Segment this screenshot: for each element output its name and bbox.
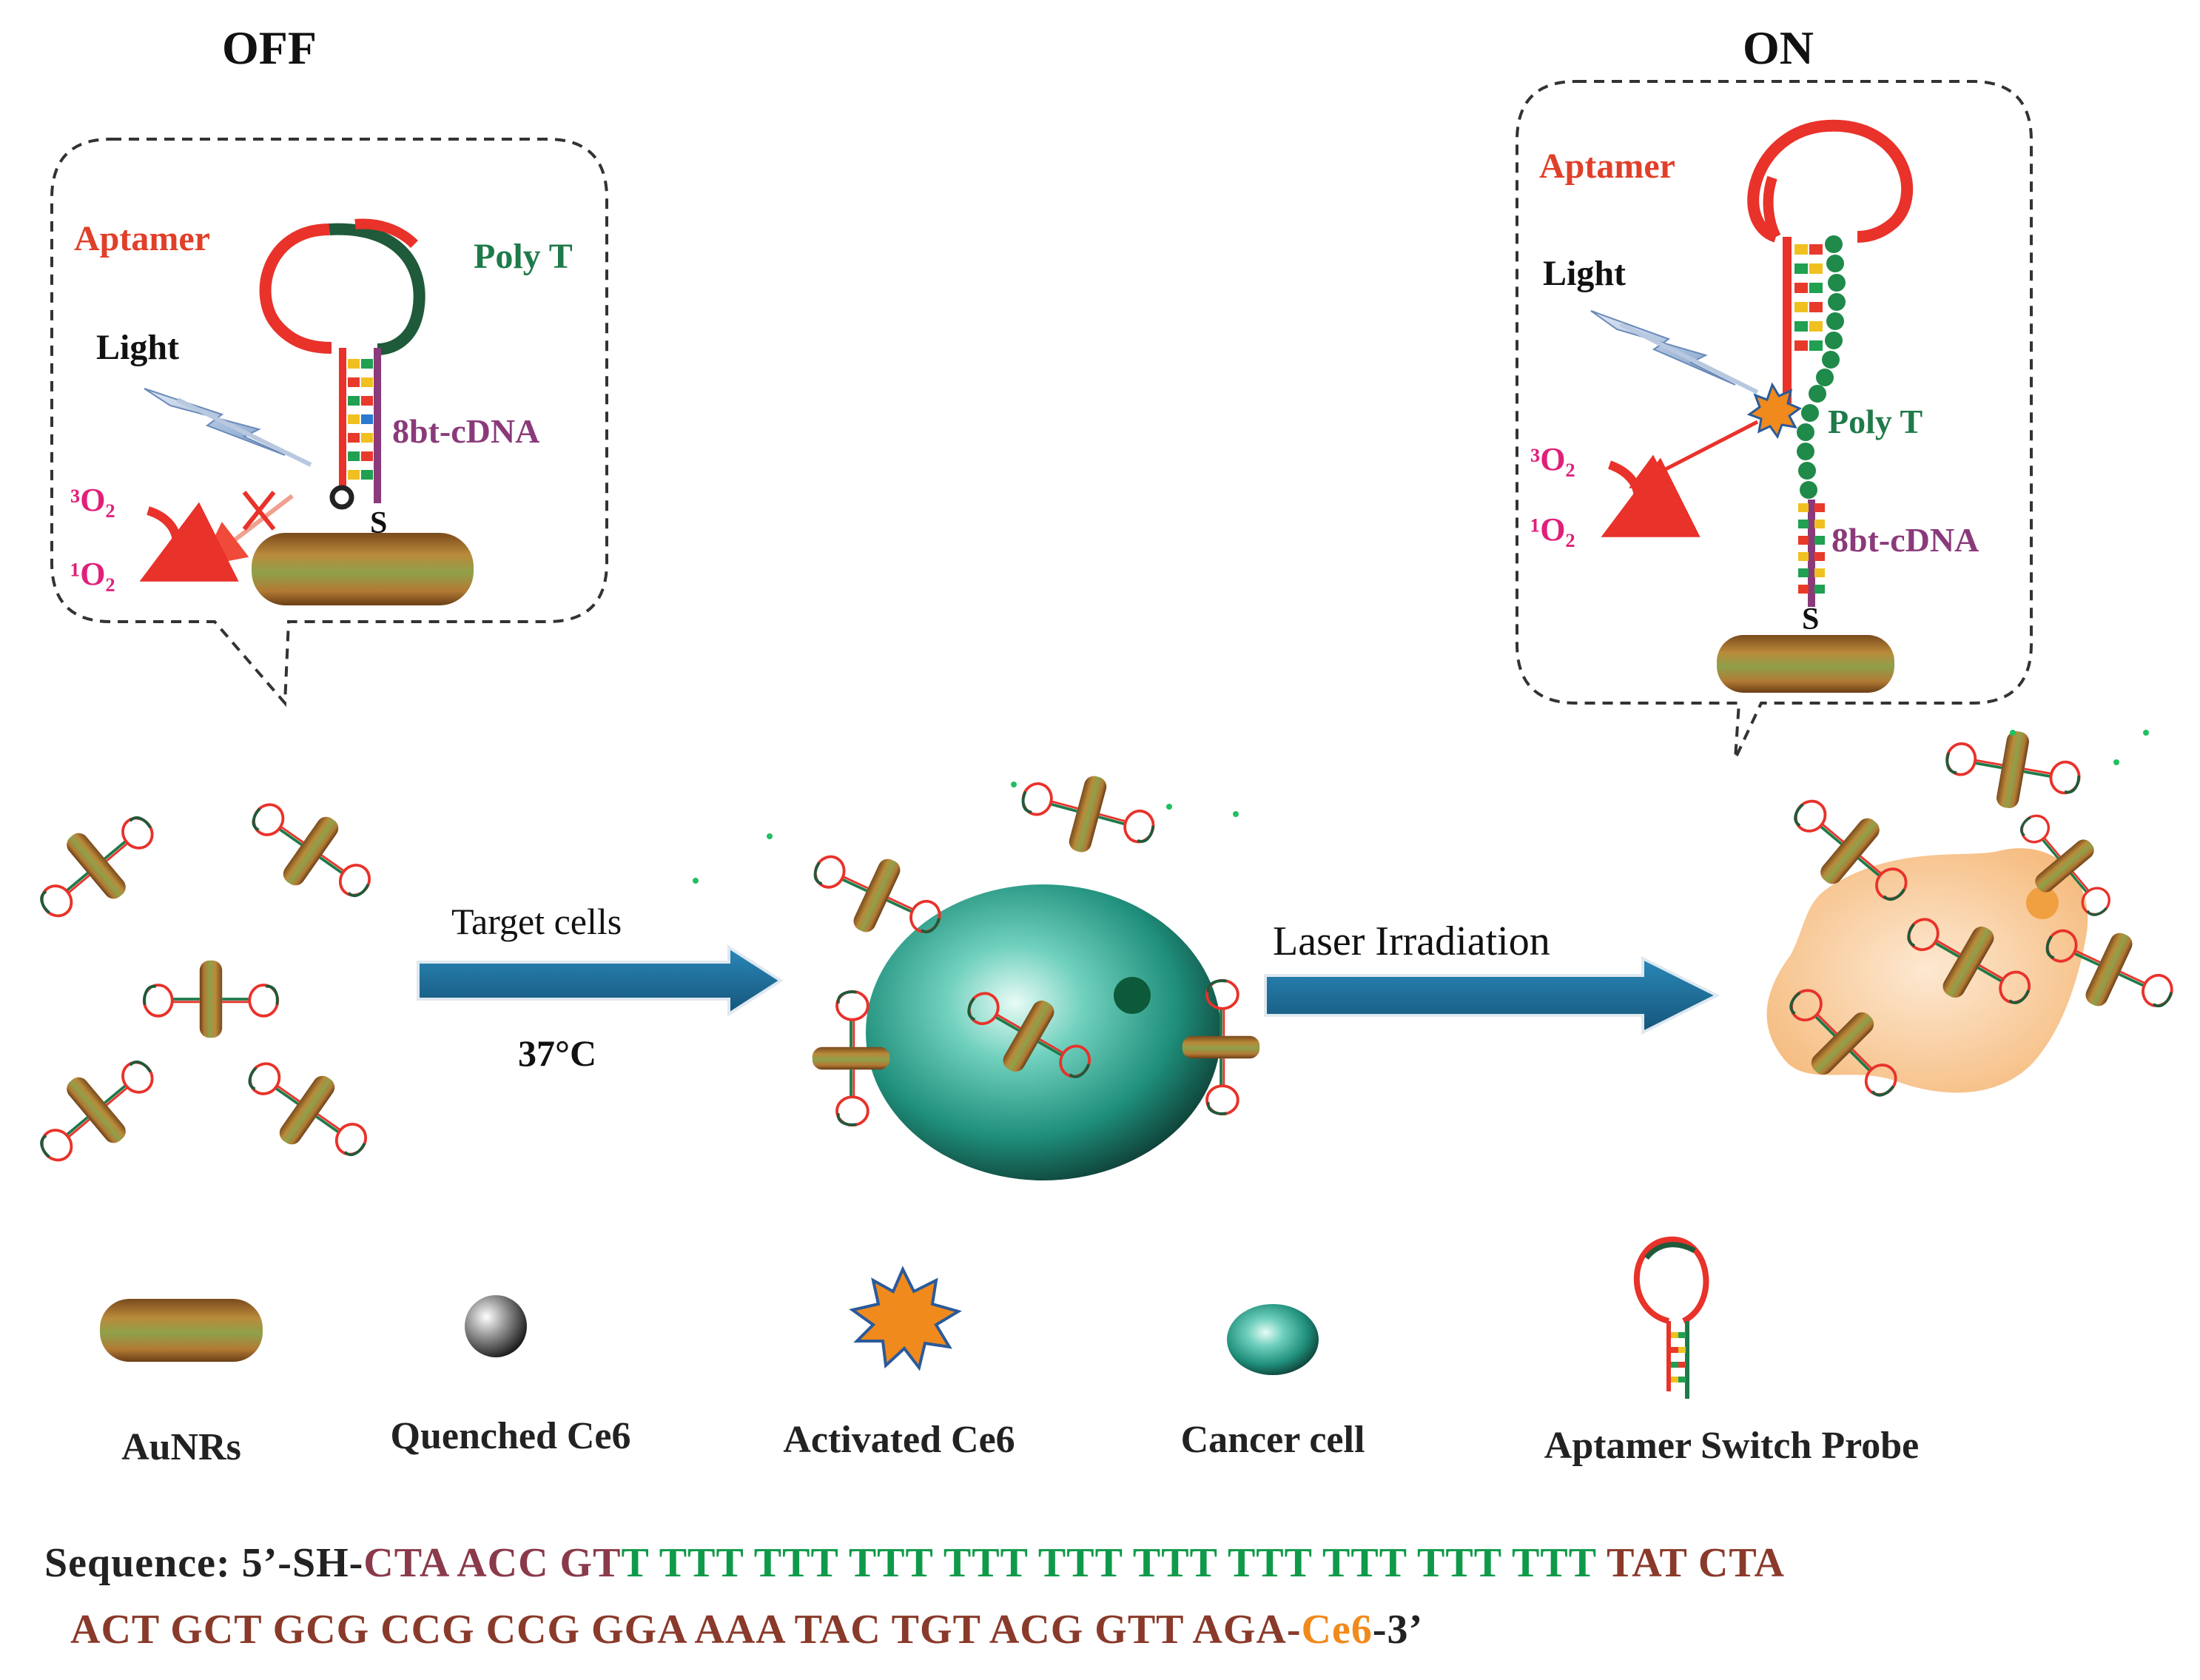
sequence-line-1: Sequence: 5’-SH-CTA ACC GTT TTT TTT TTT … <box>44 1539 1785 1587</box>
incubation-temperature-label: 37°C <box>518 1032 596 1074</box>
off-light-label: Light <box>96 328 179 367</box>
on-singlet-oxygen-label: ¹O₂ <box>1530 511 1575 548</box>
off-triplet-oxygen-label: ³O₂ <box>70 482 115 518</box>
seq-cdna-part: CTA ACC GT <box>363 1540 622 1586</box>
on-panel: ON <box>1516 21 2033 759</box>
dead-cell-nucleus <box>2026 887 2059 919</box>
legend-label-cancer-cell: Cancer cell <box>1181 1419 1365 1461</box>
free-probe <box>18 1036 174 1184</box>
off-panel: OFF Aptamer Poly T Light 8bt-cDNA <box>50 21 608 708</box>
off-hairpin <box>259 218 425 510</box>
laser-irradiation-label: Laser Irradiation <box>1273 918 1550 964</box>
off-aptamer-label: Aptamer <box>74 219 210 258</box>
on-gold-nanorod <box>1717 635 1894 693</box>
seq-ce6-label: Ce6 <box>1301 1607 1373 1653</box>
legend-activated-ce6-icon <box>849 1266 962 1371</box>
on-s-label: S <box>1802 602 1819 636</box>
bound-probe <box>1012 758 1164 870</box>
on-cdna-basepairs <box>1798 503 1825 594</box>
sequence-line-2: ACT GCT GCG CCG CCG GGA AAA TAC TGT ACG … <box>70 1606 1423 1653</box>
on-light-label: Light <box>1543 254 1626 293</box>
legend-label-quenched-ce6: Quenched Ce6 <box>391 1415 631 1457</box>
on-cdna-label: 8bt-cDNA <box>1831 521 1979 559</box>
free-probe <box>142 958 280 1040</box>
off-block-cross-icon <box>242 491 276 531</box>
off-stem-basepairs <box>348 359 373 480</box>
off-s-label: S <box>370 506 387 540</box>
on-callout-border <box>1516 80 2033 759</box>
laser-irradiation-arrow <box>1264 955 1720 1035</box>
off-poly-t-label: Poly T <box>474 237 573 276</box>
seq-aptamer-part-2: ACT GCT GCG CCG CCG GGA AAA TAC TGT ACG … <box>70 1607 1302 1653</box>
off-light-bolt-icon <box>144 388 312 467</box>
dead-cell-with-probes <box>1766 718 2187 1120</box>
target-cells-arrow <box>417 944 784 1017</box>
legend-quenched-ce6-icon <box>465 1295 527 1357</box>
off-gold-nanorod <box>252 533 474 605</box>
cell-nucleus <box>1114 977 1151 1014</box>
target-cells-label: Target cells <box>451 901 622 942</box>
activated-ce6-marker <box>1746 382 1803 440</box>
on-hairpin <box>1746 119 1914 607</box>
off-title: OFF <box>222 21 317 74</box>
on-oxygen-conversion-arrow <box>1601 457 1701 537</box>
legend: AuNRs Quenched Ce6 Activated Ce6 Cancer … <box>100 1236 1919 1468</box>
quenched-ce6-marker <box>329 485 354 510</box>
on-light-bolt-icon <box>1590 310 1759 394</box>
off-callout-border <box>50 138 608 708</box>
legend-nanorod-icon <box>100 1299 263 1362</box>
on-energy-transfer-arrow <box>1629 420 1759 488</box>
seq-aptamer-part-1: TAT CTA <box>1607 1540 1785 1586</box>
seq-prefix: Sequence: 5’-SH- <box>44 1540 364 1586</box>
legend-label-aptamer-switch-probe: Aptamer Switch Probe <box>1544 1425 1919 1467</box>
off-singlet-oxygen-label: ¹O₂ <box>70 556 115 592</box>
on-aptamer-label: Aptamer <box>1539 147 1675 186</box>
free-probe <box>232 779 389 923</box>
on-poly-t-label: Poly T <box>1828 403 1923 440</box>
legend-aptamer-probe-icon <box>1633 1236 1709 1399</box>
seq-poly-t-part: T TTT TTT TTT TTT TTT TTT TTT TTT TTT TT… <box>621 1540 1607 1586</box>
free-probe <box>229 1038 386 1182</box>
on-stem-basepairs <box>1794 244 1823 351</box>
free-probe <box>18 792 174 940</box>
off-cdna-label: 8bt-cDNA <box>392 412 539 450</box>
seq-suffix: -3’ <box>1372 1607 1424 1653</box>
legend-cancer-cell-icon <box>1227 1304 1319 1375</box>
legend-label-activated-ce6: Activated Ce6 <box>783 1419 1015 1461</box>
on-poly-t-beads <box>1797 235 1846 499</box>
off-oxygen-conversion-arrow <box>139 502 239 582</box>
cancer-cell-with-probes <box>693 758 1262 1180</box>
free-probes-group <box>18 779 389 1184</box>
on-triplet-oxygen-label: ³O₂ <box>1530 441 1575 477</box>
on-title: ON <box>1743 21 1814 74</box>
legend-label-aunrs: AuNRs <box>121 1426 241 1468</box>
